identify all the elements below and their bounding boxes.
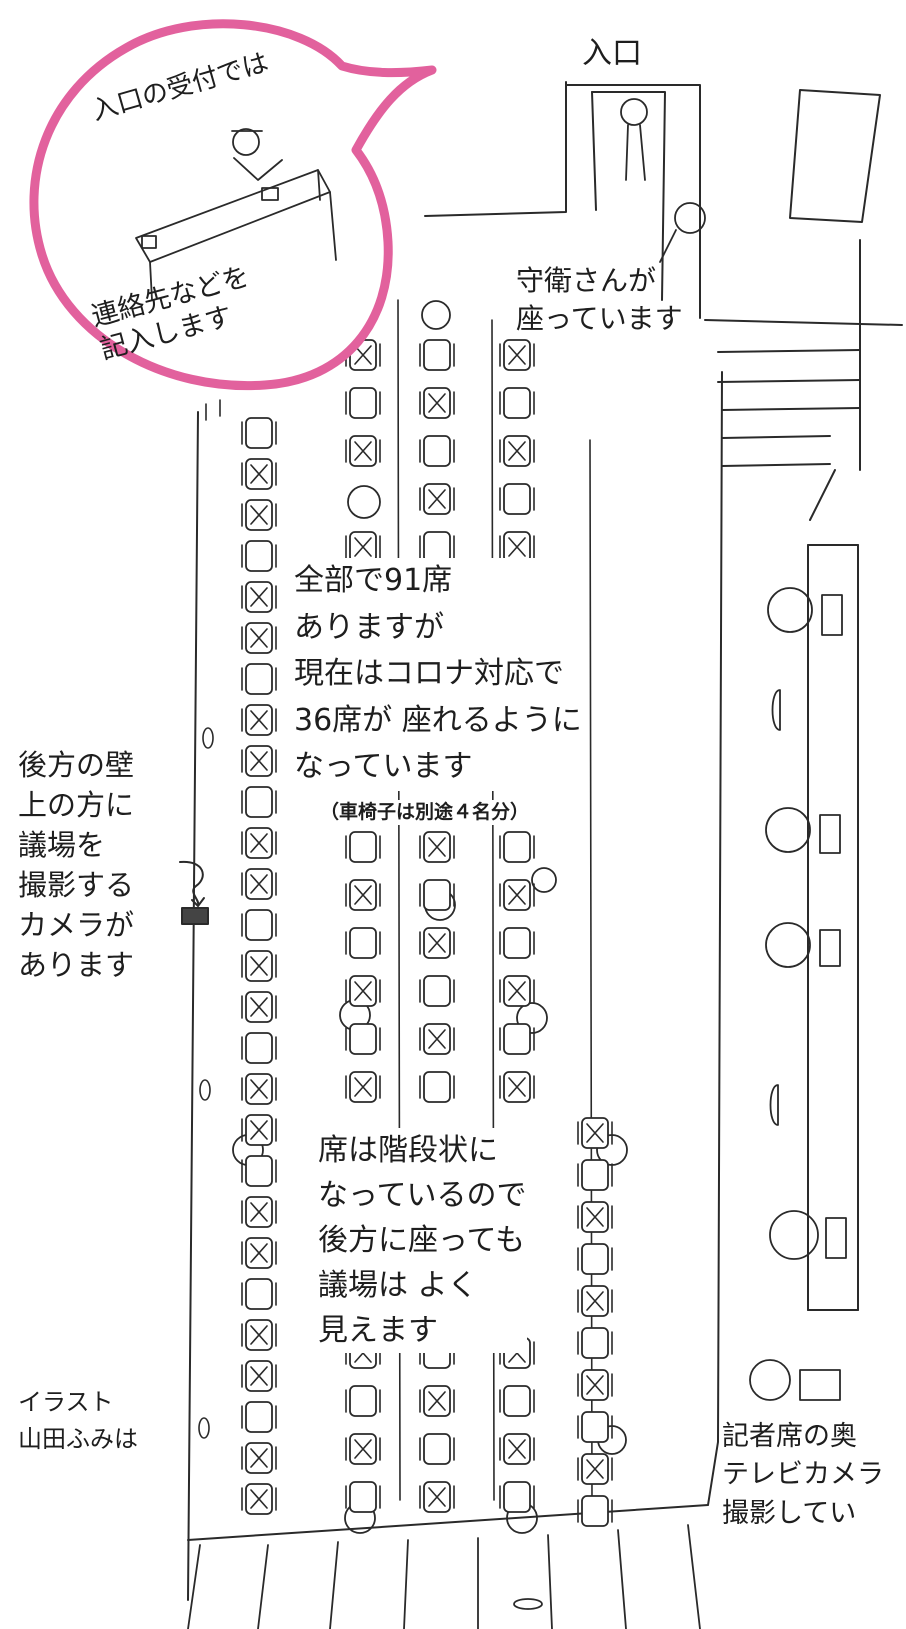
seat	[241, 499, 277, 531]
seat	[345, 831, 381, 863]
seat	[345, 435, 381, 467]
seat	[241, 1278, 277, 1310]
reception-desk	[135, 128, 337, 301]
seat	[241, 458, 277, 490]
seat	[419, 927, 455, 959]
seat	[241, 1319, 277, 1351]
seat	[419, 879, 455, 911]
seat	[577, 1411, 613, 1443]
bottom-floor	[187, 1524, 701, 1629]
camera-icon	[179, 860, 209, 925]
seat	[577, 1495, 613, 1527]
seat	[345, 1385, 381, 1417]
seat	[241, 417, 277, 449]
entrance-booth	[424, 81, 903, 326]
entrance-label: 入口	[582, 36, 642, 71]
illustrator-credit: イラスト 山田ふみは	[18, 1388, 138, 1454]
seat	[499, 1481, 535, 1513]
seat	[345, 1023, 381, 1055]
seat	[499, 831, 535, 863]
seat	[345, 1433, 381, 1465]
seats-label: 全部で91席 ありますが 現在はコロナ対応で 36席が 座れるように なっていま…	[294, 558, 582, 791]
press-label: 記者席の奥 テレビカメラ 撮影してい	[722, 1421, 884, 1529]
camera-label: 後方の壁 上の方に 議場を 撮影する カメラが あります	[18, 748, 135, 983]
seat	[419, 975, 455, 1007]
seat	[499, 1433, 535, 1465]
seat	[241, 1237, 277, 1269]
seat	[345, 975, 381, 1007]
wheelchair-note: （車椅子は別途４名分）	[320, 800, 530, 826]
seat	[241, 581, 277, 613]
seat	[577, 1117, 613, 1149]
wall-lights	[198, 399, 221, 1439]
seat	[419, 339, 455, 371]
seat	[419, 1481, 455, 1513]
seat	[345, 1481, 381, 1513]
seat	[499, 1385, 535, 1417]
seat	[499, 483, 535, 515]
gallery-walls	[187, 371, 723, 1601]
seat	[345, 1071, 381, 1103]
seat	[577, 1285, 613, 1317]
seat	[241, 1196, 277, 1228]
seat	[499, 531, 535, 563]
staircase	[717, 89, 881, 521]
stairs-label: 席は階段状に なっているので 後方に座っても 議場は よく 見えます	[318, 1128, 527, 1353]
seat	[419, 1433, 455, 1465]
seat	[241, 704, 277, 736]
seat	[345, 531, 381, 563]
seat	[241, 909, 277, 941]
seat	[241, 1483, 277, 1515]
seat	[499, 879, 535, 911]
seat	[241, 1073, 277, 1105]
seat	[419, 1385, 455, 1417]
seat	[241, 745, 277, 777]
seat	[499, 1023, 535, 1055]
seat	[241, 663, 277, 695]
seat	[241, 1032, 277, 1064]
seat	[419, 1023, 455, 1055]
seat	[419, 435, 455, 467]
seat	[419, 483, 455, 515]
seat	[499, 975, 535, 1007]
seat	[241, 868, 277, 900]
seat	[577, 1243, 613, 1275]
seat	[241, 1114, 277, 1146]
seat	[419, 387, 455, 419]
seat	[577, 1201, 613, 1233]
seat	[499, 435, 535, 467]
speech-bubble	[29, 19, 437, 391]
seat	[241, 950, 277, 982]
seat	[241, 1360, 277, 1392]
seat	[499, 339, 535, 371]
seat	[345, 879, 381, 911]
seat	[241, 540, 277, 572]
seat	[241, 622, 277, 654]
seat	[241, 1401, 277, 1433]
seat	[419, 1071, 455, 1103]
seat	[499, 1071, 535, 1103]
seat	[241, 1442, 277, 1474]
seat	[345, 927, 381, 959]
seat	[419, 831, 455, 863]
seat	[241, 786, 277, 818]
seat	[577, 1327, 613, 1359]
seat	[499, 927, 535, 959]
press-members	[749, 587, 847, 1401]
seat	[241, 991, 277, 1023]
seat	[577, 1369, 613, 1401]
seat	[241, 827, 277, 859]
seat	[577, 1159, 613, 1191]
seat	[577, 1453, 613, 1485]
guard-label: 守衛さんが 座っています	[516, 264, 683, 335]
seat	[345, 387, 381, 419]
seat	[499, 387, 535, 419]
seat	[241, 1155, 277, 1187]
press-desk	[807, 544, 859, 1311]
